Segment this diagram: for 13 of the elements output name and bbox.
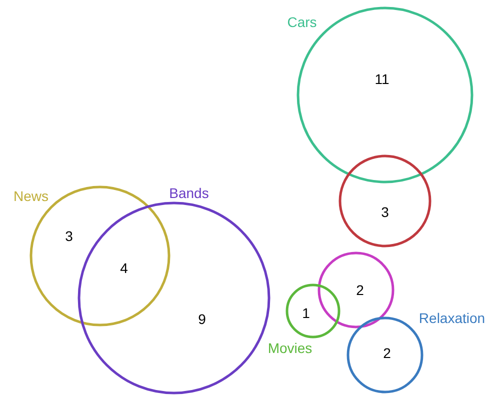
- set-label: Bands: [169, 185, 209, 201]
- count-label: 9: [198, 311, 206, 327]
- set-label: Cars: [287, 14, 317, 30]
- count-label: 3: [381, 204, 389, 220]
- count-label: 3: [65, 228, 73, 244]
- set-label: Movies: [268, 340, 312, 356]
- count-label: 2: [356, 282, 364, 298]
- count-label: 11: [374, 71, 390, 87]
- count-label: 2: [383, 345, 391, 361]
- count-label: 1: [302, 305, 310, 321]
- count-label: 4: [120, 260, 128, 276]
- set-label: News: [14, 188, 48, 204]
- set-label: Relaxation: [418, 310, 486, 326]
